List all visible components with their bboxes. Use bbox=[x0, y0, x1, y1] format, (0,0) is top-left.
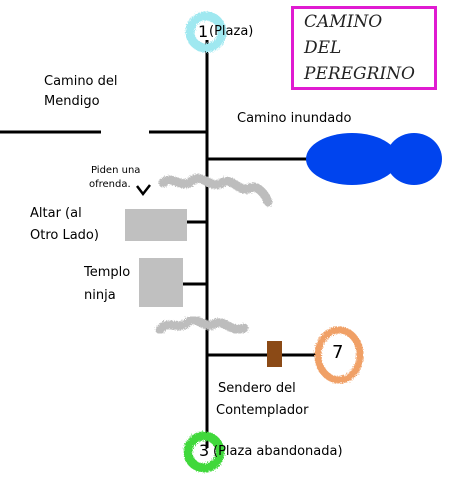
templo-label-line-1: Templo bbox=[84, 265, 131, 280]
sendero-label-line-1: Sendero del bbox=[218, 381, 296, 396]
door-block bbox=[267, 341, 282, 367]
node-3-number: 3 bbox=[199, 441, 210, 460]
node-7-ring bbox=[314, 326, 364, 384]
node-1-ring bbox=[185, 11, 227, 53]
altar-label-line-1: Altar (al bbox=[30, 206, 82, 221]
node-3-label: (Plaza abandonada) bbox=[213, 444, 343, 459]
water-shape bbox=[306, 133, 442, 185]
ofrenda-label-line-2: ofrenda. bbox=[89, 179, 131, 190]
templo-label-line-2: ninja bbox=[84, 288, 116, 303]
inundado-label: Camino inundado bbox=[237, 111, 352, 126]
ofrenda-arrow-icon bbox=[136, 184, 151, 197]
ofrenda-label-line-1: Piden una bbox=[91, 165, 141, 176]
title-box: CAMINO DEL PEREGRINO bbox=[291, 6, 437, 90]
altar-label-line-2: Otro Lado) bbox=[30, 228, 99, 243]
node-1-number: 1 bbox=[198, 22, 209, 41]
mendigo-label-line-1: Camino del bbox=[44, 74, 118, 89]
mist-lower bbox=[155, 315, 249, 335]
title-line-3: PEREGRINO bbox=[304, 64, 415, 84]
node-3-ring bbox=[183, 431, 225, 473]
mendigo-label-line-2: Mendigo bbox=[44, 94, 100, 109]
node-7-number: 7 bbox=[332, 342, 344, 363]
altar-building bbox=[125, 209, 187, 241]
title-line-1: CAMINO bbox=[304, 12, 383, 32]
mist-upper bbox=[158, 174, 273, 207]
sendero-label-line-2: Contemplador bbox=[216, 403, 309, 418]
title-line-2: DEL bbox=[304, 38, 342, 58]
node-1-label: (Plaza) bbox=[209, 24, 254, 39]
templo-building bbox=[139, 258, 183, 307]
